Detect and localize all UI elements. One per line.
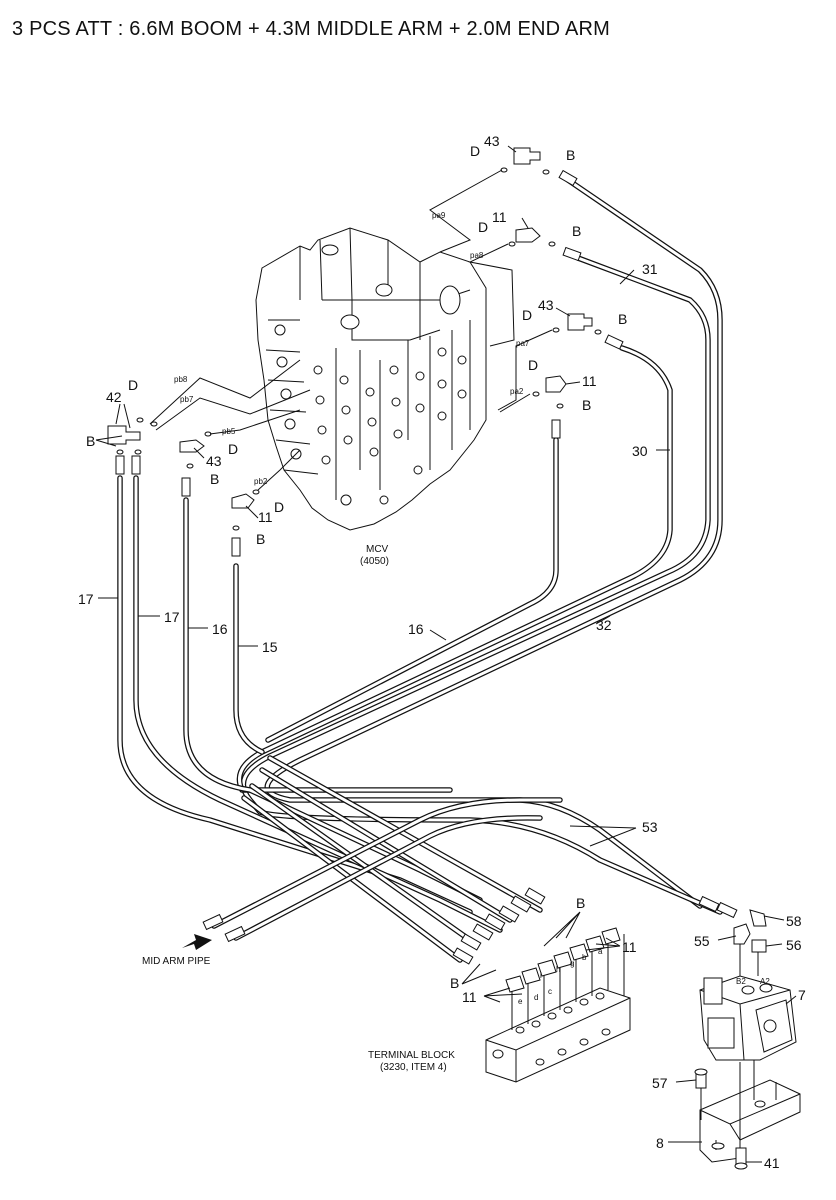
terminal-block-label: TERMINAL BLOCK [368, 1050, 455, 1061]
label-d-pa9: D [470, 143, 480, 159]
port-pb7-label: pb7 [180, 395, 194, 404]
bolt-57 [694, 1068, 708, 1120]
label-d-pa7: D [522, 307, 532, 323]
port-leader-lines [149, 169, 553, 491]
label-b-pa9: B [566, 147, 575, 163]
port-pa2-label: pa2 [510, 387, 524, 396]
bolt-41 [734, 1147, 748, 1170]
terminal-block-ref: (3230, ITEM 4) [380, 1062, 447, 1073]
mcv-ref: (4050) [360, 556, 389, 567]
label-b-pa2: B [582, 397, 591, 413]
terminal-port-e: e [518, 997, 523, 1006]
part-43-top: 43 [484, 133, 500, 149]
part-41: 41 [764, 1155, 780, 1171]
label-d-pb2: D [274, 499, 284, 515]
label-d-pa2: D [528, 357, 538, 373]
part-56: 56 [786, 937, 802, 953]
part-16-left: 16 [212, 621, 228, 637]
label-d-pb8: D [128, 377, 138, 393]
part-11-left: 11 [258, 509, 273, 525]
label-d-pa8: D [478, 219, 488, 235]
terminal-port-a: a [598, 947, 603, 956]
port-pa8-label: pa8 [470, 251, 484, 260]
terminal-port-b: b [582, 953, 587, 962]
port-pb2-label: pb2 [254, 477, 268, 486]
part-16-center: 16 [408, 621, 424, 637]
part-58: 58 [786, 913, 802, 929]
part-11-terminal-left: 11 [462, 989, 477, 1005]
part-30: 30 [632, 443, 648, 459]
label-b-terminal-left: B [450, 975, 459, 991]
part-17-inner: 17 [164, 609, 180, 625]
part-42: 42 [106, 389, 122, 405]
terminal-port-h: h [556, 965, 560, 974]
callout-leader-lines [95, 145, 797, 1163]
diagram-title: 3 PCS ATT : 6.6M BOOM + 4.3M MIDDLE ARM … [12, 18, 610, 40]
label-b-pa8: B [572, 223, 581, 239]
port-pb8-label: pb8 [174, 375, 188, 384]
label-b-pb2: B [256, 531, 265, 547]
terminal-port-i: i [540, 971, 542, 980]
label-b-pa7: B [618, 311, 627, 327]
part-55: 55 [694, 933, 710, 949]
terminal-block [485, 927, 631, 1083]
label-b-terminal-right: B [576, 895, 585, 911]
mid-arm-pipe-arrow [182, 934, 212, 950]
label-b-pb8: B [86, 433, 95, 449]
part-32: 32 [596, 617, 612, 633]
terminal-port-c: c [548, 987, 552, 996]
mid-arm-pipe-label: MID ARM PIPE [142, 956, 211, 967]
control-valve-7 [699, 950, 797, 1061]
part-57: 57 [652, 1075, 668, 1091]
fittings-55-56-58 [733, 909, 767, 960]
part-8: 8 [656, 1135, 664, 1151]
port-pb5-label: pb5 [222, 427, 236, 436]
part-17-outer: 17 [78, 591, 94, 607]
part-11-terminal-right: 11 [622, 939, 637, 955]
part-15: 15 [262, 639, 278, 655]
hose-bundle [117, 177, 723, 963]
part-11-upper: 11 [492, 209, 507, 225]
mcv-valve-body [255, 227, 487, 531]
part-11-right: 11 [582, 373, 597, 389]
valve-port-a2-label: A2 [760, 977, 770, 986]
part-7: 7 [798, 987, 806, 1003]
label-d-pb5: D [228, 441, 238, 457]
part-53: 53 [642, 819, 658, 835]
port-pa7-label: pa7 [516, 339, 530, 348]
label-b-pb5: B [210, 471, 219, 487]
part-43-mid: 43 [538, 297, 554, 313]
fitting-tees-and-elbows [107, 147, 602, 531]
port-pa9-label: pa9 [432, 211, 446, 220]
terminal-port-g: g [570, 959, 574, 968]
part-31: 31 [642, 261, 658, 277]
terminal-port-d: d [534, 993, 538, 1002]
hose-end-fittings [115, 169, 738, 965]
mcv-label: MCV [366, 544, 389, 555]
valve-port-b2-label: B2 [736, 977, 746, 986]
mounting-bracket-8 [699, 1060, 801, 1163]
part-43-left: 43 [206, 453, 222, 469]
